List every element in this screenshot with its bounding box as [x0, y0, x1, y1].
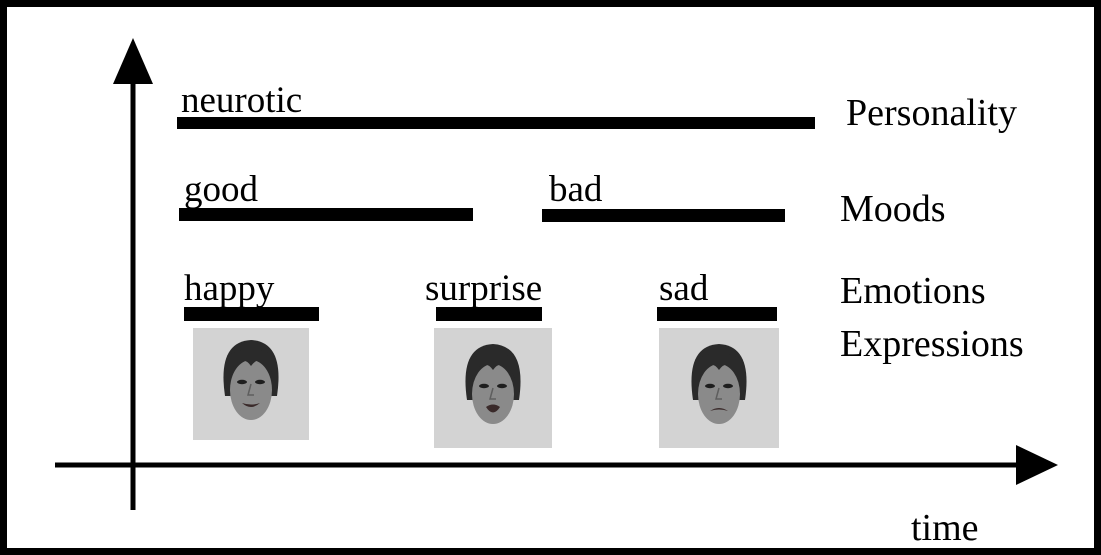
- expressions-row-label: Expressions: [840, 323, 1024, 365]
- face-shape: [698, 364, 740, 424]
- nose: [489, 387, 496, 400]
- expressions-layer: Expressions: [193, 323, 1024, 448]
- expression-faces: [193, 328, 779, 448]
- left-eye: [479, 383, 489, 389]
- face-shape: [230, 360, 272, 420]
- emotion-segment-label-surprise: surprise: [425, 268, 542, 309]
- emotion-segment-label-sad: sad: [659, 268, 709, 309]
- mood-bar-good: [179, 208, 473, 221]
- emotion-bar-happy: [184, 307, 319, 321]
- mouth-frown: [710, 408, 728, 411]
- mouth-open: [486, 404, 500, 413]
- emotion-bar-sad: [657, 307, 777, 321]
- face-happy: [193, 328, 309, 440]
- mood-segment-label-bad: bad: [549, 169, 603, 210]
- fringe-shape: [695, 353, 743, 378]
- face-surprise: [434, 328, 552, 448]
- right-eye: [723, 383, 733, 389]
- right-eye: [497, 383, 507, 389]
- moods-row-label: Moods: [840, 188, 946, 230]
- personality-row-label: Personality: [846, 92, 1017, 134]
- fringe-shape: [227, 349, 275, 374]
- nose: [247, 383, 254, 396]
- time-axis-label: time: [911, 507, 979, 549]
- emotion-segment-label-happy: happy: [184, 268, 275, 309]
- vertical-axis-arrowhead: [113, 38, 153, 84]
- emotions-layer: happy surprise sad Emotions: [184, 268, 986, 321]
- face-shape: [472, 364, 514, 424]
- mouth-smile: [242, 403, 260, 407]
- emotion-bar-surprise: [436, 307, 542, 321]
- personality-bar-neurotic: [177, 117, 815, 129]
- left-eye: [705, 383, 715, 389]
- nose: [715, 387, 722, 400]
- emotions-row-label: Emotions: [840, 270, 986, 312]
- right-eye: [255, 379, 265, 385]
- mood-segment-label-good: good: [184, 169, 259, 210]
- face-sad: [659, 328, 779, 448]
- moods-layer: good bad Moods: [179, 169, 946, 230]
- left-eye: [237, 379, 247, 385]
- fringe-shape: [469, 353, 517, 378]
- personality-layer: neurotic Personality: [177, 80, 1017, 134]
- personality-segment-label: neurotic: [181, 80, 302, 121]
- mood-bar-bad: [542, 209, 785, 222]
- time-axis-arrowhead: [1016, 445, 1058, 485]
